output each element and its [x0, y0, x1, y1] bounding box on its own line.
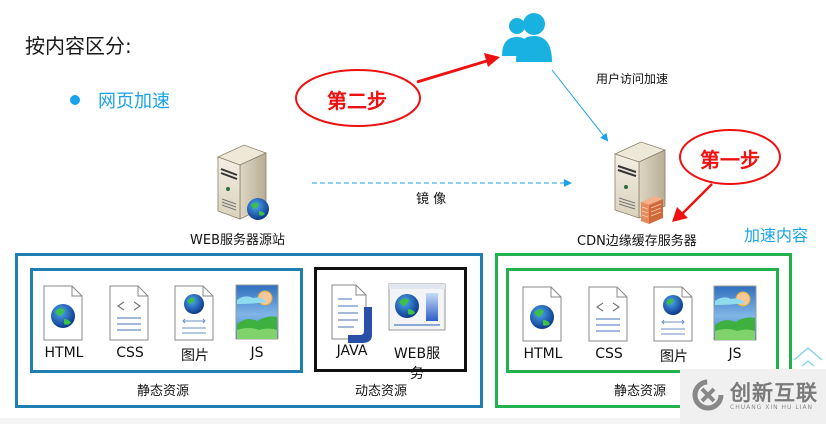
- java-file-icon: [331, 284, 372, 343]
- origin-server-icon: [216, 144, 269, 220]
- cdn-static-title: 静态资源: [614, 384, 667, 399]
- watermark-brand: 创新互联: [730, 381, 818, 405]
- watermark-logo-icon: [692, 379, 724, 411]
- step-one-arrow: [681, 183, 713, 215]
- resource-label: CSS: [595, 346, 623, 362]
- users-icon: [502, 13, 552, 62]
- html-file-icon: [43, 285, 83, 341]
- resource-label: 图片: [660, 349, 688, 365]
- resource-label: JS: [250, 345, 264, 361]
- user-access-label: 用户访问加速: [596, 72, 669, 86]
- cdn-resources-box: [495, 253, 792, 408]
- scroll-top-icon[interactable]: [792, 346, 824, 370]
- css-file-icon: [588, 286, 628, 342]
- resource-label: HTML: [44, 345, 84, 361]
- resource-label: WEB服务: [393, 346, 441, 382]
- origin-dynamic-resources-box: [314, 267, 467, 372]
- accelerated-content-label: 加速内容: [744, 226, 809, 245]
- cdn-static-resources-box: [506, 268, 779, 373]
- resource-label: HTML: [523, 346, 563, 362]
- watermark-sub: CHUANG XIN HU LIAN: [730, 404, 814, 411]
- cdn-server-label: CDN边缘缓存服务器: [577, 234, 697, 249]
- step-two-arrow: [416, 58, 491, 84]
- resource-label: CSS: [116, 345, 144, 361]
- js-image-icon: [713, 285, 757, 341]
- origin-static-resources-box: [30, 268, 303, 373]
- bullet-web-acceleration: 网页加速: [98, 91, 170, 112]
- watermark: 创新互联 CHUANG XIN HU LIAN: [680, 369, 826, 424]
- mirror-label: 镜 像: [416, 192, 447, 207]
- image-file-icon: [174, 285, 214, 341]
- step-one-label: 第一步: [700, 148, 760, 172]
- web-service-icon: [388, 283, 446, 331]
- cdn-server-icon: [613, 141, 667, 224]
- js-image-icon: [235, 284, 279, 340]
- user-to-cdn-arrow: [551, 69, 609, 142]
- origin-resources-box: [15, 253, 483, 408]
- resource-label: 图片: [181, 348, 209, 364]
- bullet-dot: [70, 95, 80, 105]
- html-file-icon: [522, 286, 562, 342]
- bottom-strip: [0, 418, 826, 424]
- step-one-ellipse: [679, 129, 781, 185]
- origin-static-title: 静态资源: [137, 384, 190, 399]
- step-two-ellipse: [295, 69, 421, 127]
- image-file-icon: [653, 286, 693, 342]
- step-two-label: 第二步: [327, 89, 387, 113]
- origin-dynamic-title: 动态资源: [355, 384, 408, 399]
- resource-label: JAVA: [336, 343, 368, 359]
- css-file-icon: [109, 285, 149, 341]
- resource-label: JS: [728, 346, 742, 362]
- origin-server-label: WEB服务器源站: [190, 233, 285, 248]
- section-heading: 按内容区分:: [25, 34, 132, 58]
